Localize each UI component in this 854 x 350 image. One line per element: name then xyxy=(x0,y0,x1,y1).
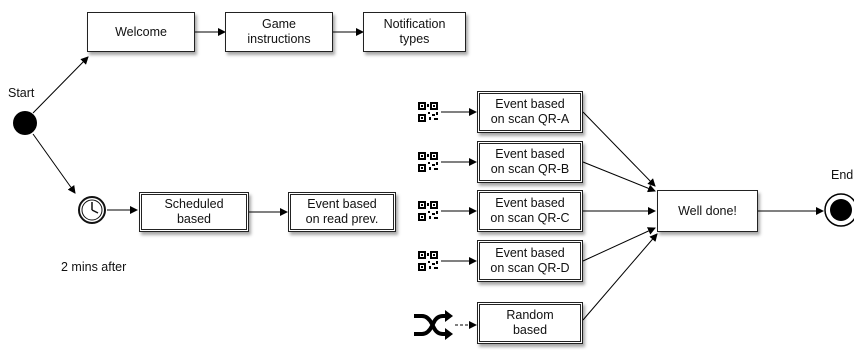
qr-code-icon xyxy=(418,201,438,221)
read-prev-box: Event based on read prev. xyxy=(288,192,396,232)
event-qr-b-box: Event based on scan QR-B xyxy=(477,141,583,183)
random-based-box: Random based xyxy=(477,302,583,344)
timer-label: 2 mins after xyxy=(61,260,127,274)
clock-icon xyxy=(78,196,106,224)
well-done-box: Well done! xyxy=(657,190,758,232)
qr-code-icon xyxy=(418,102,438,122)
game-instructions-box: Game instructions xyxy=(225,12,333,52)
start-node xyxy=(13,111,37,135)
shuffle-icon xyxy=(414,310,453,340)
end-label: End xyxy=(831,168,854,182)
start-label: Start xyxy=(8,86,35,100)
qr-code-icon xyxy=(418,152,438,172)
scheduled-based-box: Scheduled based xyxy=(139,192,249,232)
event-qr-c-box: Event based on scan QR-C xyxy=(477,190,583,232)
welcome-box: Welcome xyxy=(87,12,195,52)
qr-code-icon xyxy=(418,251,438,271)
event-qr-a-box: Event based on scan QR-A xyxy=(477,91,583,133)
notification-types-box: Notification types xyxy=(363,12,466,52)
event-qr-d-box: Event based on scan QR-D xyxy=(477,240,583,282)
